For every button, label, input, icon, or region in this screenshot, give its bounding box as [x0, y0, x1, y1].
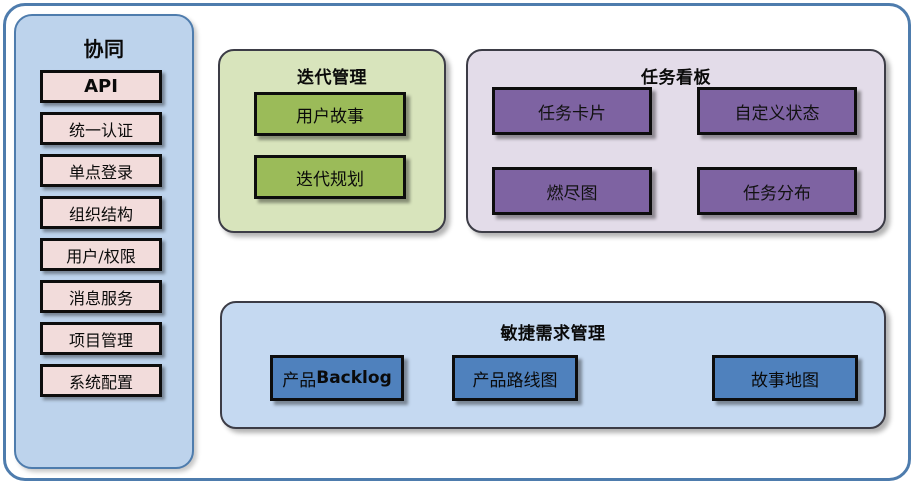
sidebar-item-org-structure[interactable]: 组织结构 [40, 196, 162, 229]
taskboard-item-custom-status[interactable]: 自定义状态 [697, 87, 857, 135]
sidebar-item-project-management[interactable]: 项目管理 [40, 322, 162, 355]
iteration-item-iteration-planning[interactable]: 迭代规划 [254, 155, 406, 199]
taskboard-item-task-card[interactable]: 任务卡片 [492, 87, 652, 135]
taskboard-title: 任务看板 [641, 68, 711, 88]
taskboard-item-task-distribution[interactable]: 任务分布 [697, 167, 857, 215]
sidebar-title: 协同 [83, 37, 125, 61]
sidebar-panel-collaboration: 协同 API 统一认证 单点登录 组织结构 用户/权限 消息服务 项目管理 系统… [14, 14, 194, 469]
agile-item-story-map[interactable]: 故事地图 [712, 355, 858, 401]
agile-item-product-roadmap[interactable]: 产品路线图 [452, 355, 578, 401]
sidebar-item-single-sign-on[interactable]: 单点登录 [40, 154, 162, 187]
sidebar-item-system-config[interactable]: 系统配置 [40, 364, 162, 397]
agile-requirements-title: 敏捷需求管理 [500, 324, 606, 344]
taskboard-item-burndown-chart[interactable]: 燃尽图 [492, 167, 652, 215]
iteration-item-user-story[interactable]: 用户故事 [254, 92, 406, 136]
sidebar-item-user-permission[interactable]: 用户/权限 [40, 238, 162, 271]
sidebar-item-api[interactable]: API [40, 70, 162, 103]
sidebar-item-unified-auth[interactable]: 统一认证 [40, 112, 162, 145]
iteration-management-title: 迭代管理 [297, 68, 367, 88]
taskboard-panel: 任务看板 任务卡片 自定义状态 燃尽图 任务分布 [466, 49, 886, 233]
iteration-management-panel: 迭代管理 用户故事 迭代规划 [218, 49, 446, 233]
sidebar-item-message-service[interactable]: 消息服务 [40, 280, 162, 313]
